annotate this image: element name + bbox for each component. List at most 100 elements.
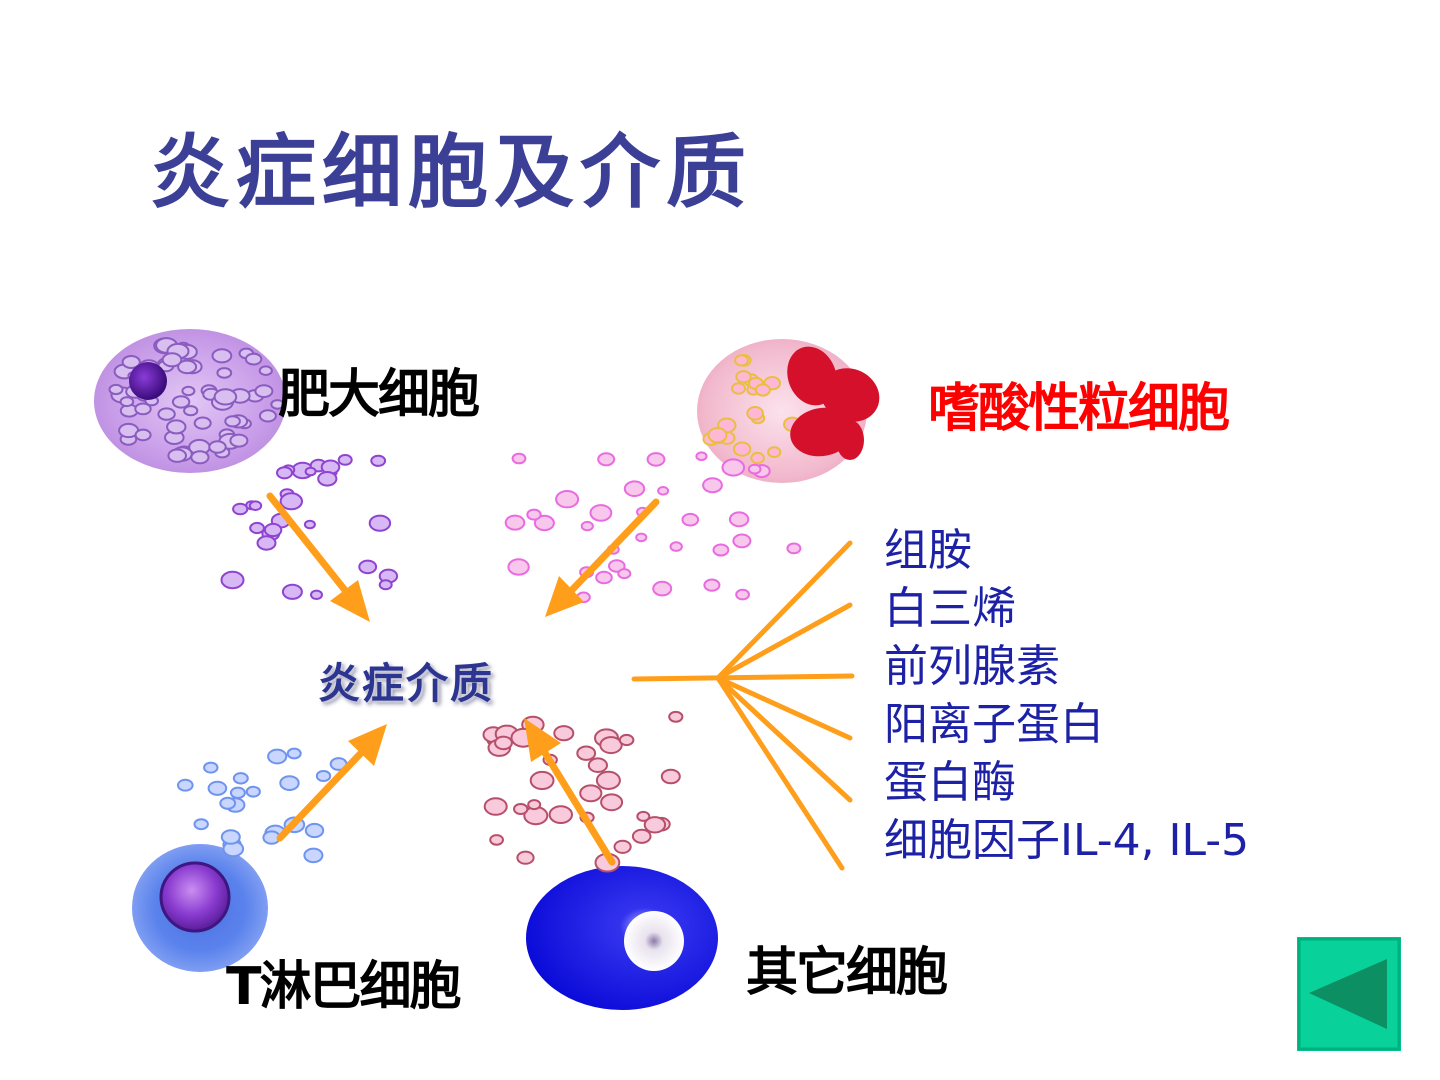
granule [216,367,233,379]
eosinophil-granule-cluster [504,451,802,604]
granule [134,428,152,442]
t-lymphocyte-label: T淋巴细胞 [226,957,461,1017]
granule [553,725,575,742]
granule [281,583,303,600]
granule [631,828,652,844]
granule [587,757,609,774]
granule [358,559,378,575]
granule [232,772,249,785]
granule [337,454,353,466]
granule [595,570,613,585]
granule [258,409,277,423]
granule [576,745,597,761]
granule [303,847,324,864]
granule [660,768,681,785]
mediator-fan-lines [631,540,855,871]
arrow-mast-to-mediator [266,492,370,622]
granule [494,735,513,751]
granule [220,829,241,845]
granule [276,466,293,480]
granule [263,522,283,538]
granule [213,388,238,406]
granule [623,480,646,498]
granule [516,850,535,865]
granule [315,770,332,782]
inflammatory-mediator-label: 炎症介质 [318,659,495,708]
granule [589,504,613,522]
granule [258,365,273,377]
granule [600,793,624,812]
granule [579,784,603,803]
granule [244,352,263,366]
granule [119,396,135,408]
granule [177,778,194,792]
granule [617,568,632,580]
arrow-t-cell-to-mediator [276,724,387,842]
granule [270,399,285,410]
granule [207,780,228,796]
granule [504,514,526,531]
granule [303,519,316,530]
granule [735,588,750,601]
granule [279,775,300,791]
granule [232,502,249,516]
mediator-item: 细胞因子IL-4, IL-5 [884,815,1250,866]
granule [249,521,266,535]
granule [735,370,752,384]
granule [635,532,648,543]
other-cell-label: 其它细胞 [746,943,948,1003]
granule [750,451,765,465]
granule [279,492,303,511]
granule [193,416,212,430]
granule [254,384,274,399]
eosinophil-label: 嗜酸性粒细胞 [928,379,1230,439]
granule [580,520,594,532]
granule [224,415,241,428]
granule [161,352,183,368]
granule [527,799,542,811]
granule [256,535,277,551]
back-button[interactable] [1297,937,1401,1051]
granule [702,477,723,494]
granule [310,589,323,600]
mediator-item: 白三烯 [884,583,1016,634]
t-lymphocyte-image [132,844,268,972]
granule [618,733,635,747]
granule [652,580,673,597]
granule [203,761,219,774]
granule [746,406,764,421]
granule [245,785,261,798]
granule [555,490,580,509]
granule [208,440,227,454]
granule [304,822,325,839]
mast-cell-label: 肥大细胞 [278,365,480,425]
mast-cell-image [94,329,286,473]
granule [183,405,199,417]
granule [732,441,752,457]
granule [767,446,782,459]
granule [157,407,176,421]
arrow-eosinophil-to-mediator [545,498,660,617]
granule [220,570,245,590]
granule [304,466,317,477]
granule [732,533,752,549]
mediator-item: 阳离子蛋白 [884,699,1104,750]
granule [731,382,746,395]
granule [317,471,338,487]
granule [286,747,302,760]
granule [134,402,152,416]
granule [368,514,392,532]
granule [526,508,542,521]
granule [681,512,700,527]
granule [754,383,771,397]
granule [229,786,246,799]
granule [728,511,750,528]
granule [657,486,670,496]
granule [511,452,527,465]
other-cell-image [526,866,718,1010]
granule [219,796,237,810]
granule [190,450,210,465]
granule [595,770,621,791]
mediator-list: 组胺 白三烯 前列腺素 阳离子蛋白 蛋白酶 细胞因子IL-4, IL-5 [884,522,1304,870]
